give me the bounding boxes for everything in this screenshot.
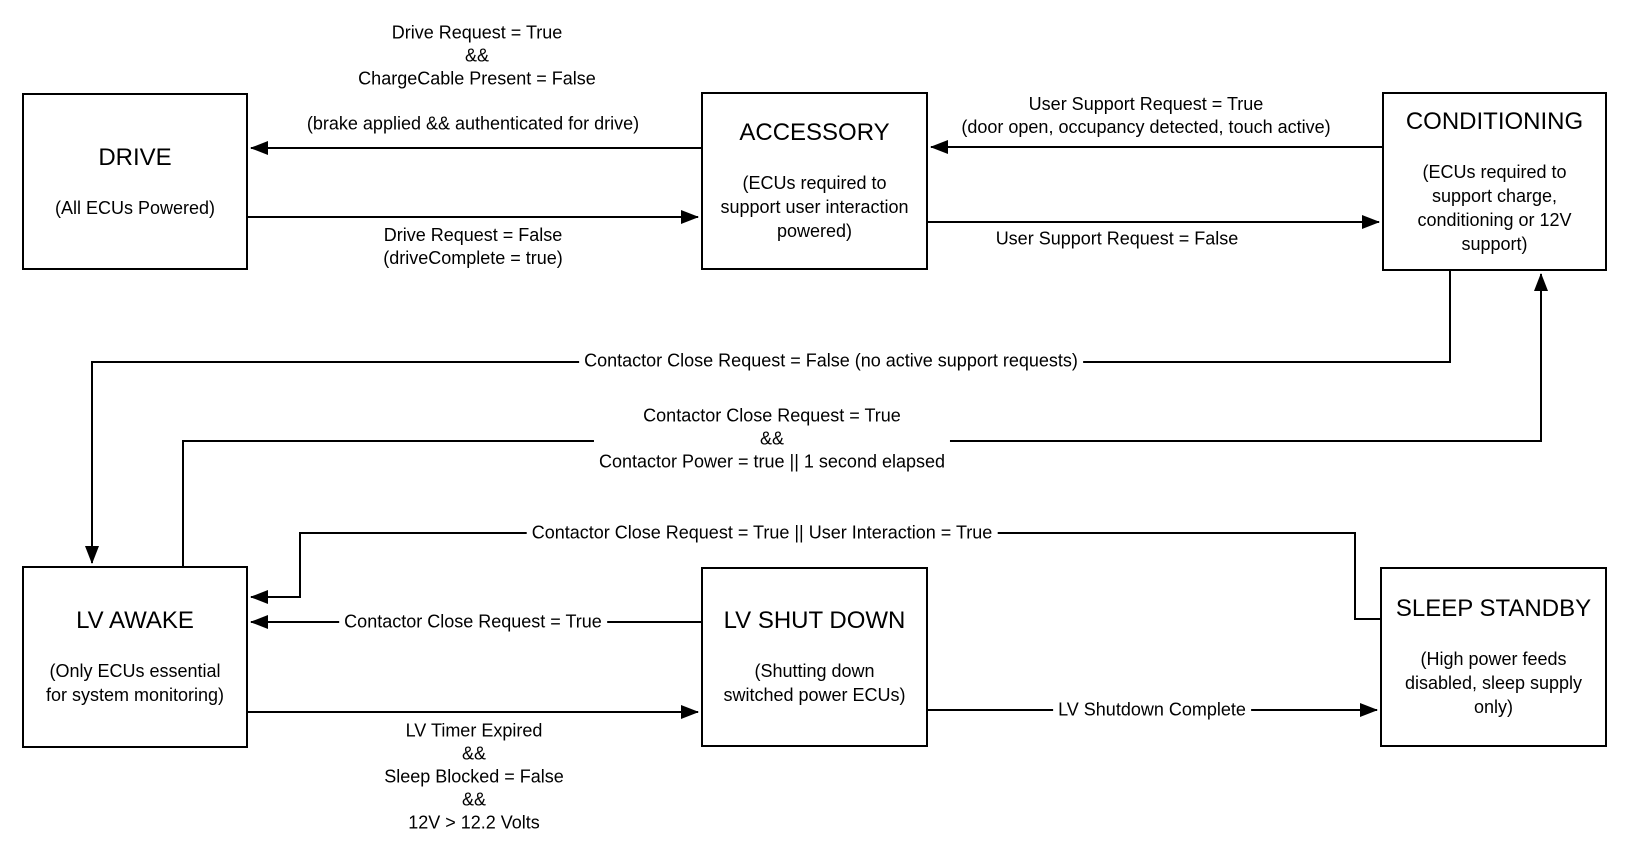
state-subtitle-lv-awake: (Only ECUs essential for system monitori… [45,661,225,705]
state-subtitle-accessory: (ECUs required to support user interacti… [720,173,909,241]
transition-label-accessory-to-conditioning: User Support Request = False [995,228,1239,249]
state-box-lv-awake: LV AWAKE (Only ECUs essential for system… [22,566,248,748]
state-box-lv-shut-down: LV SHUT DOWN (Shutting down switched pow… [701,567,928,747]
transition-label-accessory-to-drive-condition: Drive Request = True && ChargeCable Pres… [358,22,596,89]
state-subtitle-drive: (All ECUs Powered) [54,197,216,218]
state-title-accessory: ACCESSORY [739,119,890,146]
transition-label-lv-awake-to-conditioning: Contactor Close Request = True && Contac… [593,403,951,475]
transition-label-lv-shut-down-to-sleep-standby: LV Shutdown Complete [1053,697,1251,723]
transition-label-accessory-to-drive-guard: (brake applied && authenticated for driv… [306,113,640,134]
transition-label-sleep-standby-to-lv-awake: Contactor Close Request = True || User I… [526,520,998,546]
state-title-lv-shut-down: LV SHUT DOWN [723,607,906,634]
transition-label-drive-to-accessory: Drive Request = False (driveComplete = t… [383,225,563,268]
state-box-accessory: ACCESSORY (ECUs required to support user… [701,92,928,270]
state-box-sleep-standby: SLEEP STANDBY (High power feeds disabled… [1380,567,1607,747]
transition-label-conditioning-to-accessory: User Support Request = True (door open, … [961,94,1331,137]
state-title-sleep-standby: SLEEP STANDBY [1395,595,1592,622]
state-box-drive: DRIVE (All ECUs Powered) [22,93,248,270]
state-title-conditioning: CONDITIONING [1405,107,1584,135]
state-box-conditioning: CONDITIONING (ECUs required to support c… [1382,92,1607,271]
state-subtitle-conditioning: (ECUs required to support charge, condit… [1417,161,1572,254]
state-title-lv-awake: LV AWAKE [76,607,194,634]
state-subtitle-sleep-standby: (High power feeds disabled, sleep supply… [1404,649,1583,717]
state-subtitle-lv-shut-down: (Shutting down switched power ECUs) [723,661,906,705]
transition-label-conditioning-to-lv-awake: Contactor Close Request = False (no acti… [579,348,1083,374]
transition-label-lv-shut-down-to-lv-awake: Contactor Close Request = True [339,609,607,635]
state-title-drive: DRIVE [98,143,172,171]
transition-label-lv-awake-to-lv-shut-down: LV Timer Expired && Sleep Blocked = Fals… [384,720,564,833]
